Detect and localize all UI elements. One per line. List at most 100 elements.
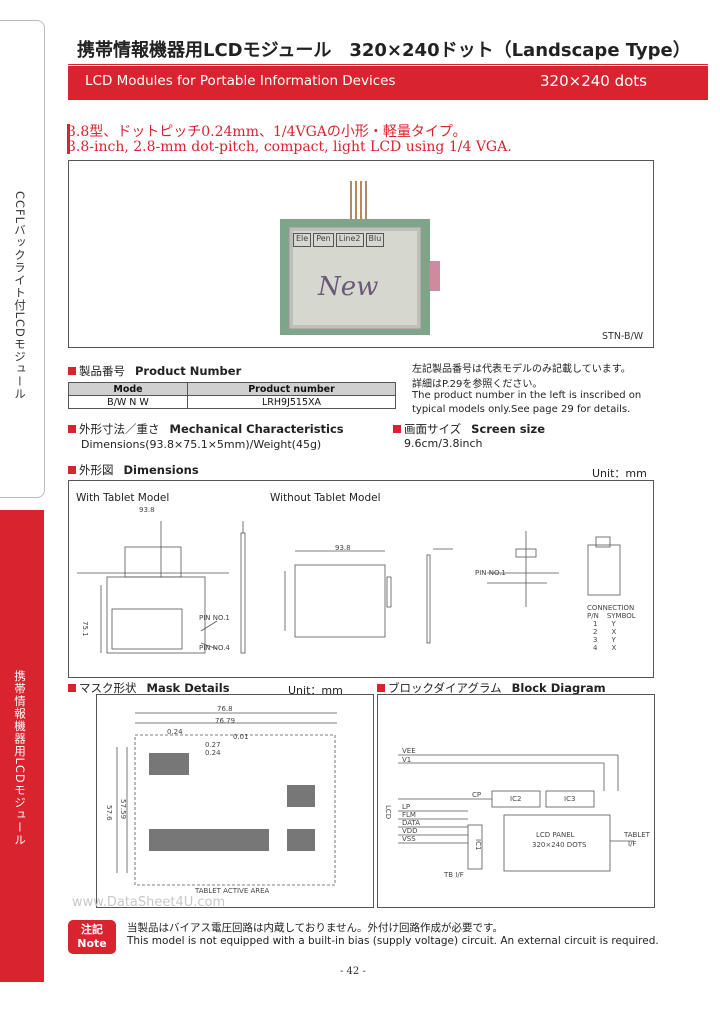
with-tablet-label: With Tablet Model bbox=[76, 492, 170, 504]
mask-w2: 76.79 bbox=[215, 717, 236, 725]
section-marker bbox=[68, 684, 76, 692]
connection-title: CONNECTION bbox=[587, 604, 635, 612]
ic-label: IC1 bbox=[474, 839, 482, 851]
dimensions-unit: Unit：mm bbox=[592, 467, 647, 480]
panel-label-1: LCD PANEL bbox=[536, 831, 575, 839]
section-marker bbox=[393, 425, 401, 433]
panel-label-2: 320×240 DOTS bbox=[532, 841, 587, 849]
mask-p1: 0.24 bbox=[167, 728, 183, 736]
note-right-en-1: The product number in the left is inscri… bbox=[412, 390, 642, 401]
mask-v1: 57.6 bbox=[105, 805, 113, 821]
block-input: VSS bbox=[402, 835, 416, 843]
side-tab-portable[interactable]: 携帯情報機器用LCDモジュール bbox=[0, 510, 44, 982]
ic-label: IC3 bbox=[564, 795, 576, 803]
title-rule bbox=[68, 34, 708, 65]
dim-label-c: PIN NO.1 bbox=[199, 614, 230, 622]
mechanical-value: Dimensions(93.8×75.1×5mm)/Weight(45g) bbox=[81, 438, 322, 451]
block-input: FLM bbox=[402, 811, 416, 819]
block-drawing bbox=[398, 754, 634, 872]
mask-w1: 76.8 bbox=[217, 705, 233, 713]
mask-h1: 0.27 bbox=[205, 741, 221, 749]
section-marker bbox=[68, 367, 76, 375]
dimension-drawing bbox=[77, 521, 621, 654]
dimensions-frame: With Tablet Model Without Tablet Model bbox=[68, 480, 654, 678]
mask-v2: 57.59 bbox=[119, 799, 127, 820]
connection-col: P/N bbox=[587, 612, 599, 620]
note-badge: 注記 Note bbox=[68, 920, 116, 954]
tablet-label-2: I/F bbox=[628, 840, 637, 848]
table-cell: B/W N W bbox=[68, 395, 188, 409]
section-marker bbox=[377, 684, 385, 692]
note-badge-jp: 注記 bbox=[81, 923, 103, 936]
lead-marker bbox=[67, 124, 70, 154]
mask-unit: Unit：mm bbox=[288, 684, 343, 697]
mask-p2: 0.01 bbox=[233, 733, 249, 741]
connection-col: SYMBOL bbox=[606, 612, 636, 620]
note-badge-en: Note bbox=[77, 937, 107, 950]
dim-label-b: 75.1 bbox=[81, 621, 89, 637]
mask-footer: TABLET ACTIVE AREA bbox=[195, 887, 270, 895]
watermark: www.DataSheet4U.com bbox=[72, 895, 226, 910]
note-en: This model is not equipped with a built-… bbox=[127, 935, 659, 947]
note-right-jp-2: 詳細はP.29を参照ください。 bbox=[412, 379, 543, 390]
dim-label-d: PIN NO.4 bbox=[199, 644, 230, 652]
table-header-row: Mode Product number bbox=[68, 382, 396, 396]
page-title: 携帯情報機器用LCDモジュール 320×240ドット（Landscape Typ… bbox=[77, 40, 691, 61]
screen-tab: Line2 bbox=[335, 233, 364, 247]
block-side-label: LCD bbox=[384, 805, 392, 820]
note-jp: 当製品はバイアス電圧回路は内蔵しておりません。外付け回路作成が必要です。 bbox=[127, 922, 504, 934]
without-tablet-label: Without Tablet Model bbox=[270, 492, 381, 504]
block-frame: VEE V1 CP LP FLM DATA VDD VSS LCD IC2 IC… bbox=[377, 694, 655, 908]
note-right-jp-1: 左記製品番号は代表モデルのみ記載しています。 bbox=[412, 364, 631, 375]
mask-h2: 0.24 bbox=[205, 749, 221, 757]
screen-size-value: 9.6cm/3.8inch bbox=[404, 437, 483, 450]
block-input: LP bbox=[402, 803, 411, 811]
screen-tab: Pen bbox=[313, 233, 334, 247]
page-number: - 42 - bbox=[340, 966, 366, 977]
note-right-en-2: typical models only.See page 29 for deta… bbox=[412, 404, 631, 415]
mask-frame: 76.8 76.79 0.24 0.01 0.27 0.24 57.6 57.5… bbox=[96, 694, 374, 908]
block-input: V1 bbox=[402, 756, 412, 764]
section-marker bbox=[68, 466, 76, 474]
dim-label-pin: PIN NO.1 bbox=[475, 569, 506, 577]
column-header: Mode bbox=[68, 382, 188, 396]
mask-drawing bbox=[116, 712, 337, 886]
block-input: VEE bbox=[402, 747, 416, 755]
screen-tab: Blu bbox=[365, 233, 385, 247]
tablet-label-1: TABLET bbox=[624, 831, 650, 839]
subtitle-right: 320×240 dots bbox=[540, 72, 647, 90]
table-row: B/W N W LRH9J515XA bbox=[68, 395, 396, 409]
block-input: CP bbox=[472, 791, 482, 799]
section-marker bbox=[68, 425, 76, 433]
connection-header: P/N SYMBOL bbox=[587, 612, 636, 620]
table-cell: LRH9J515XA bbox=[187, 395, 396, 409]
lead-jp: 3.8型、ドットピッチ0.24mm、1/4VGAの小形・軽量タイプ。 bbox=[67, 124, 467, 140]
product-photo bbox=[280, 181, 440, 335]
subtitle-left: LCD Modules for Portable Information Dev… bbox=[85, 73, 396, 89]
side-tab-ccfl-label: CCFLバックライト付LCDモジュール bbox=[13, 191, 27, 401]
dim-label-a: 93.8 bbox=[139, 506, 155, 514]
block-input: VDD bbox=[402, 827, 418, 835]
side-tab-portable-label: 携帯情報機器用LCDモジュール bbox=[13, 670, 27, 847]
block-bottom-label: TB I/F bbox=[444, 871, 464, 879]
subtitle-bar bbox=[68, 66, 708, 100]
column-header: Product number bbox=[187, 382, 396, 396]
product-number-table: Mode Product number B/W N W LRH9J515XA bbox=[68, 382, 396, 409]
screen-tab: Ele bbox=[293, 233, 312, 247]
block-input: DATA bbox=[402, 819, 421, 827]
lead-en: 3.8-inch, 2.8-mm dot-pitch, compact, lig… bbox=[67, 139, 512, 155]
dim-label-a2: 93.8 bbox=[335, 544, 351, 552]
side-tab-ccfl[interactable]: CCFLバックライト付LCDモジュール bbox=[0, 20, 45, 498]
screen-tab-row: Ele Pen Line2 Blu bbox=[293, 233, 417, 247]
product-photo-frame bbox=[68, 160, 654, 348]
